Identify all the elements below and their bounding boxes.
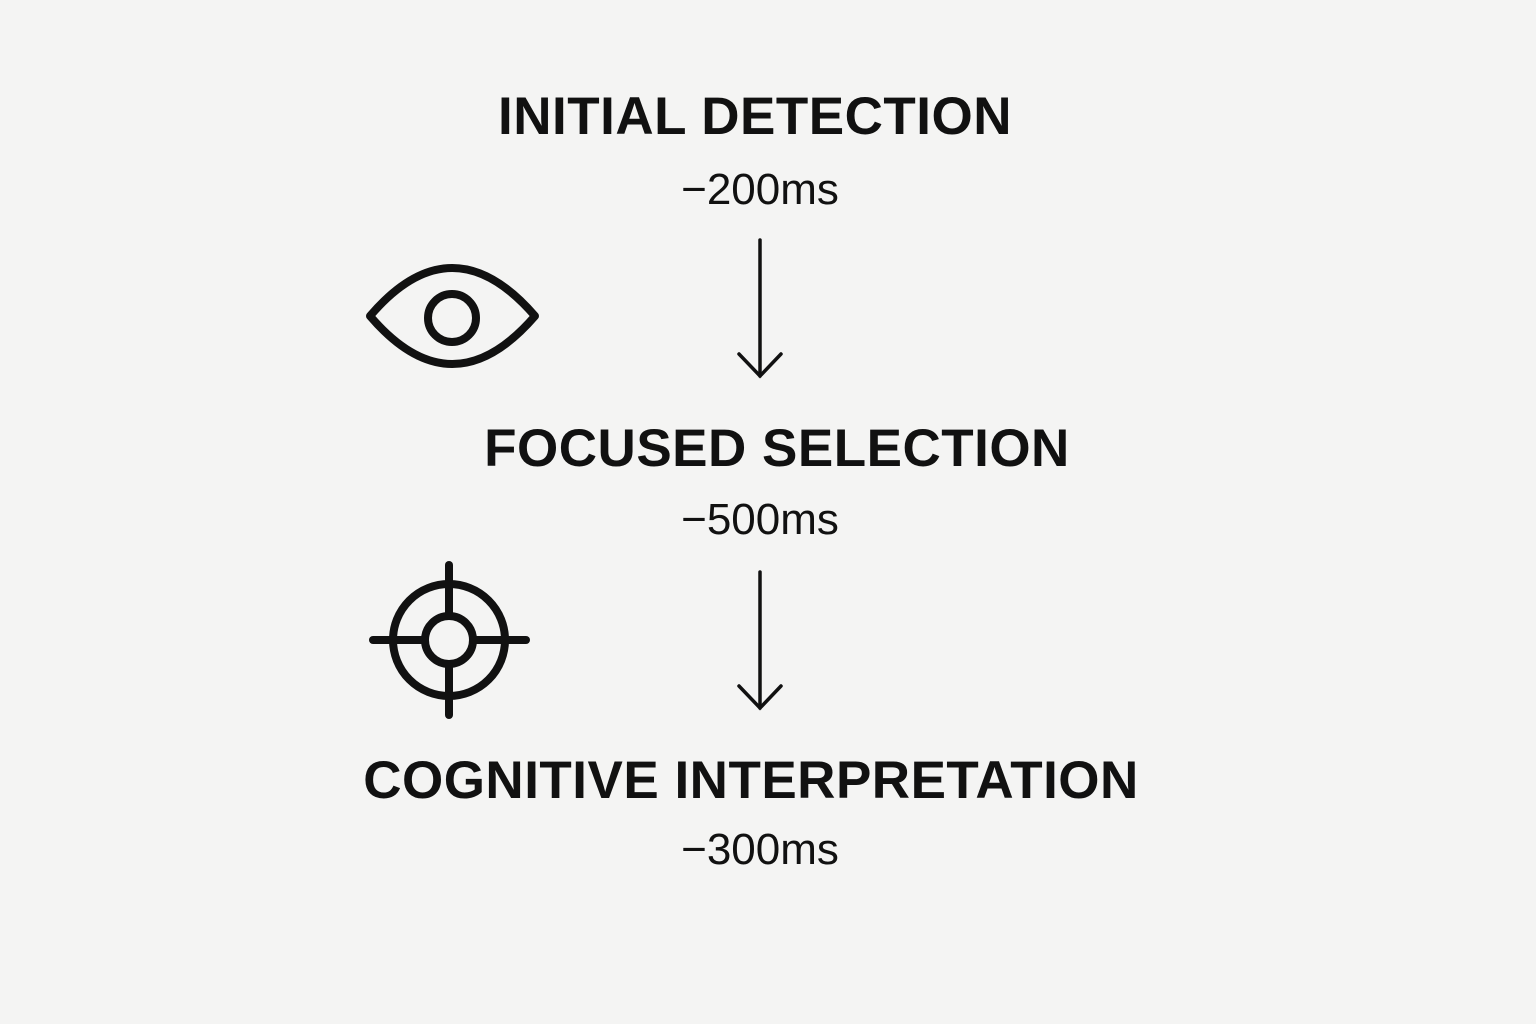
stage-title-focused-selection: FOCUSED SELECTION — [484, 419, 1070, 478]
stage-title-cognitive-interpretation: COGNITIVE INTERPRETATION — [363, 751, 1139, 810]
stage-duration-cognitive-interpretation: −300ms — [681, 825, 839, 874]
eye-icon — [366, 264, 539, 368]
target-icon — [369, 561, 530, 719]
stage-duration-focused-selection: −500ms — [681, 495, 839, 544]
stage-duration-initial-detection: −200ms — [681, 165, 839, 214]
arrow-down-icon — [737, 570, 783, 711]
arrow-down-icon — [737, 238, 783, 379]
stage-title-initial-detection: INITIAL DETECTION — [498, 87, 1012, 146]
